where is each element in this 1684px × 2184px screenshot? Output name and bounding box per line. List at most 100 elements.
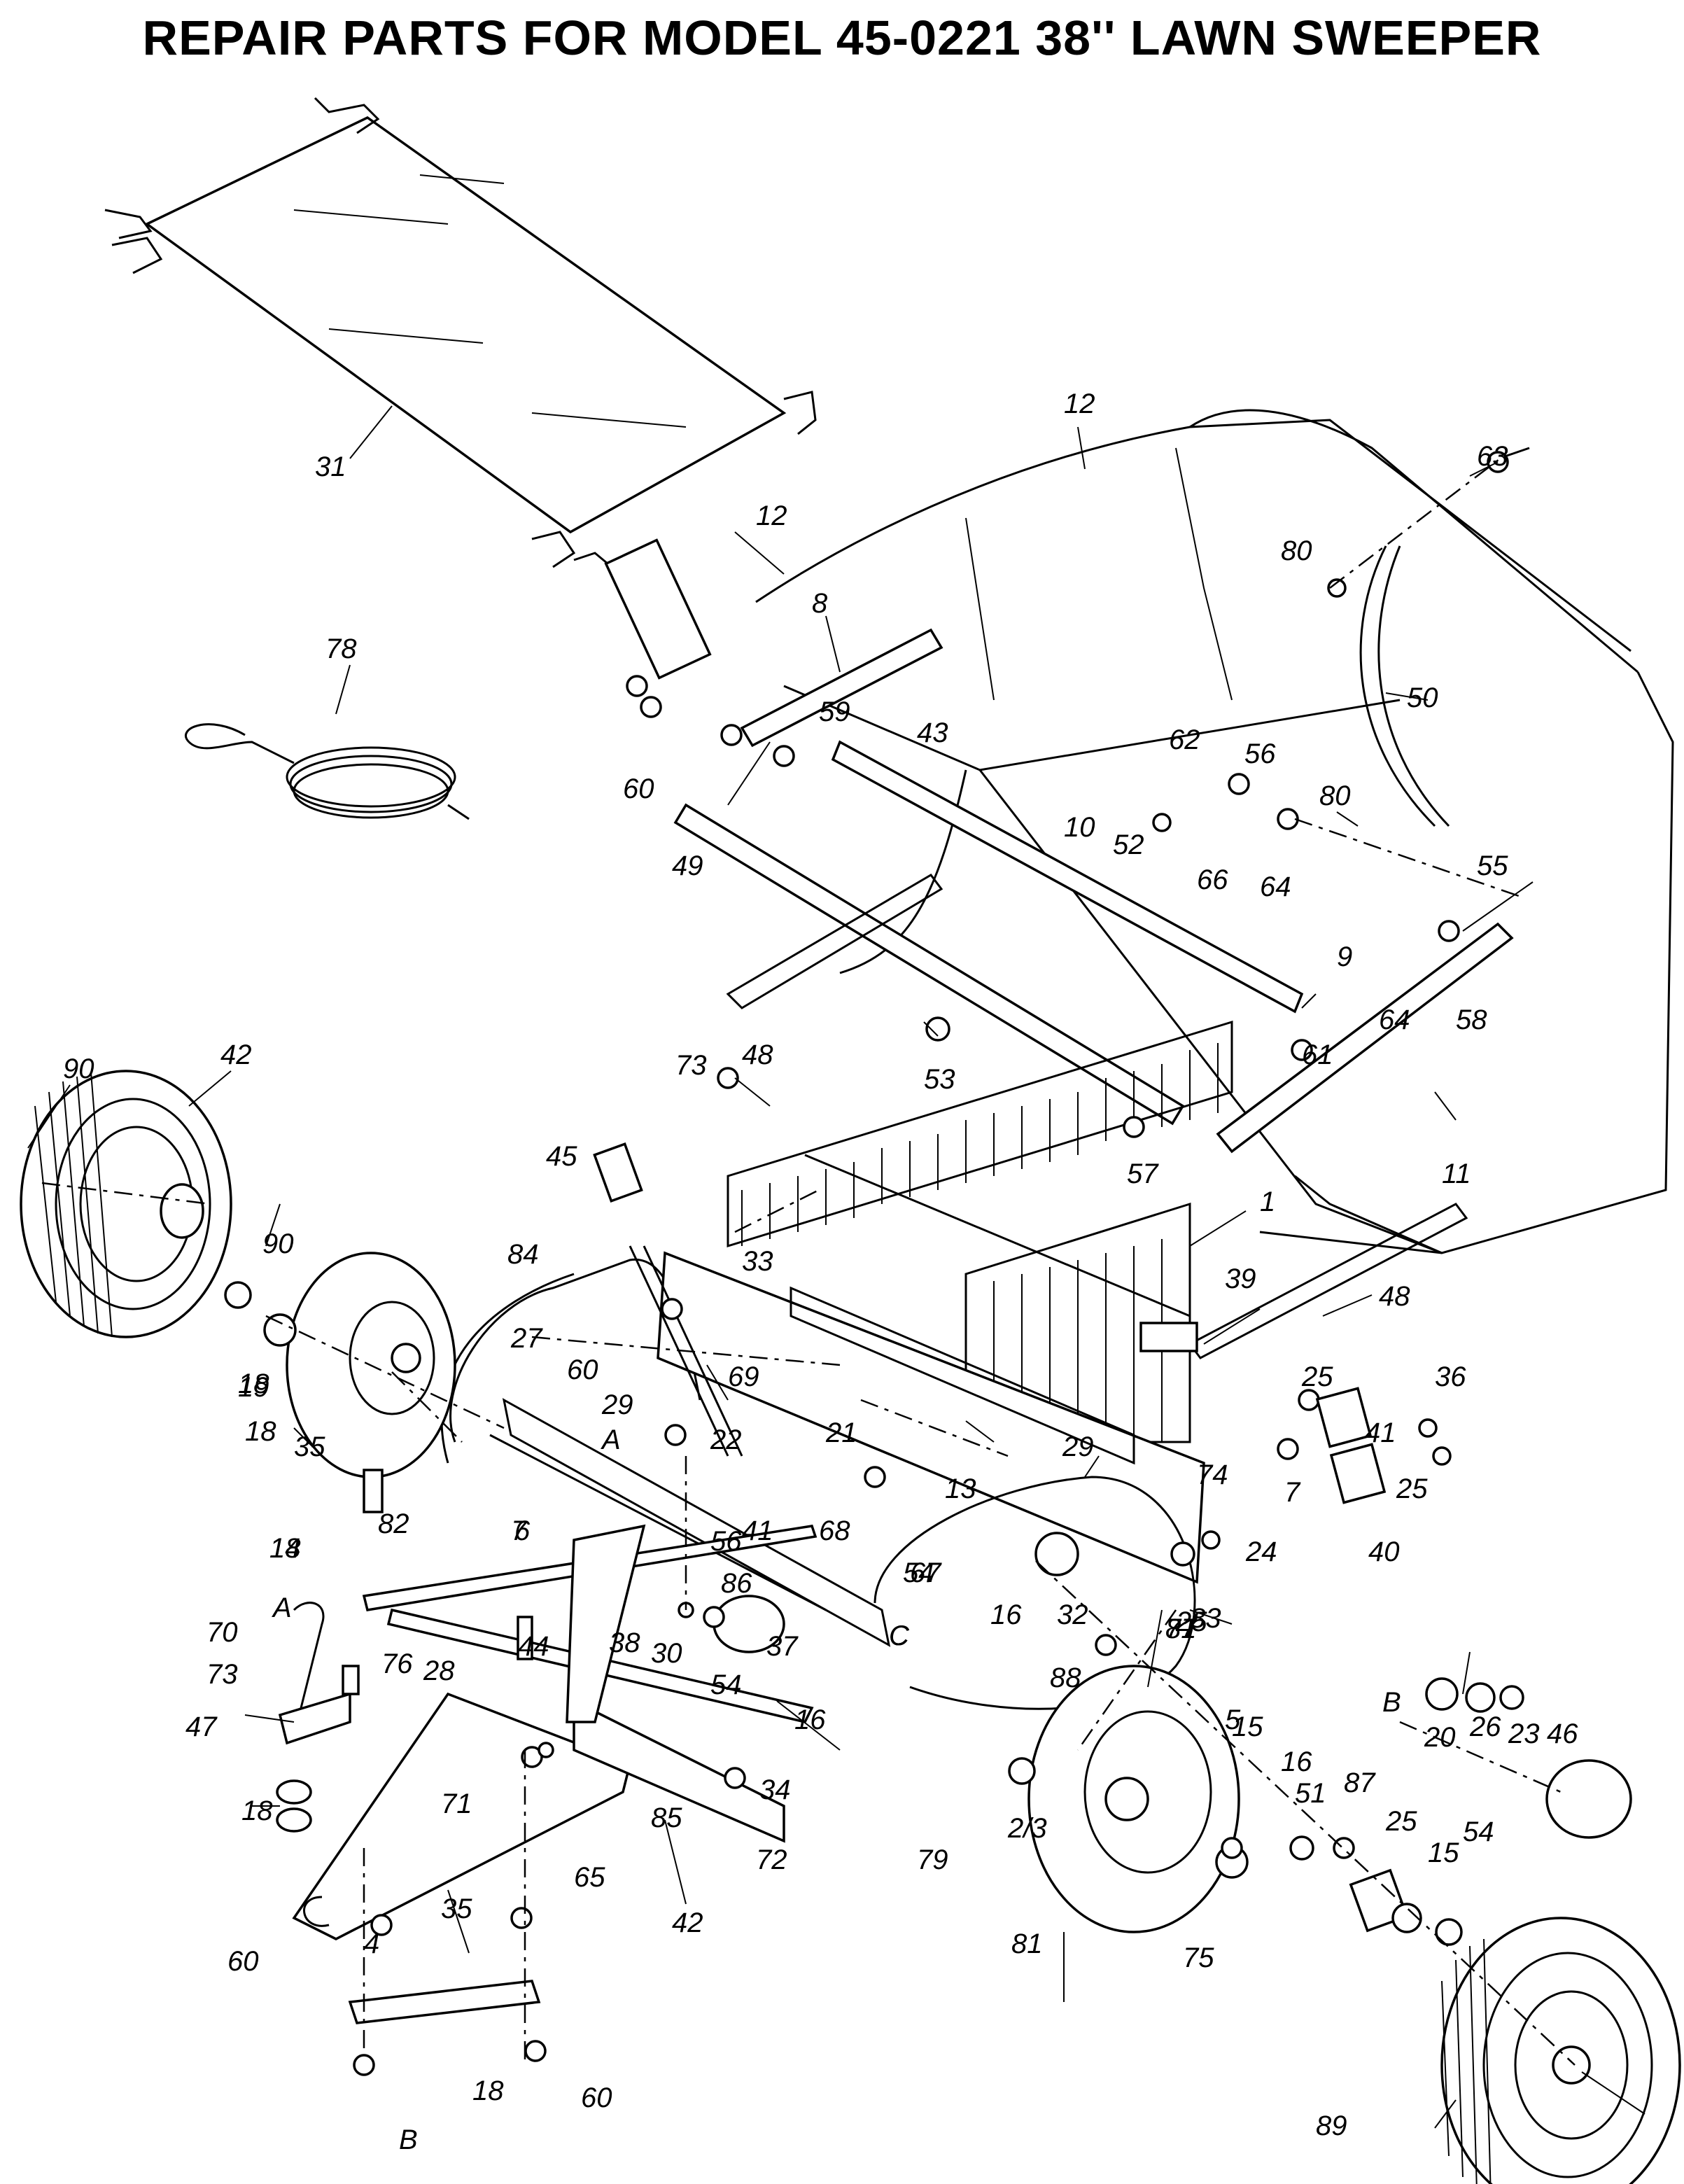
- callout: 21: [825, 1418, 857, 1448]
- callout: 80: [1281, 536, 1312, 566]
- callout: 40: [1368, 1536, 1400, 1567]
- bag-cover-drawing: [104, 97, 817, 572]
- callout: 55: [1477, 850, 1508, 881]
- callout: 90: [63, 1054, 94, 1084]
- callout: 89: [1316, 2110, 1347, 2141]
- callout: 82: [378, 1508, 409, 1539]
- callout: 13: [945, 1474, 976, 1504]
- callout: 69: [728, 1362, 759, 1392]
- callout: 48: [1379, 1281, 1410, 1312]
- callout: 72: [756, 1844, 787, 1875]
- callout: 25: [1396, 1474, 1428, 1504]
- callout: 51: [1295, 1778, 1326, 1809]
- callout: 34: [759, 1774, 791, 1805]
- callout: 4: [364, 1928, 379, 1959]
- callout: 53: [924, 1064, 955, 1095]
- callout: 7: [511, 1516, 528, 1546]
- callout: 41: [742, 1516, 773, 1546]
- callout: 60: [623, 774, 654, 804]
- callout: B: [1382, 1687, 1401, 1718]
- callout: 52: [1113, 830, 1144, 860]
- callout: 67: [910, 1558, 942, 1588]
- callout: 73: [206, 1659, 238, 1690]
- callout: 54: [1463, 1816, 1494, 1847]
- callout: 86: [721, 1568, 752, 1599]
- callout: 74: [1197, 1460, 1228, 1490]
- callout: 83: [1190, 1603, 1221, 1634]
- callout: 1: [1260, 1186, 1275, 1217]
- callout: C: [889, 1620, 910, 1651]
- callout: 16: [1281, 1746, 1312, 1777]
- linkage-drawing: [276, 1469, 818, 2076]
- callout: 75: [1183, 1942, 1214, 1973]
- callout: 2/3: [1007, 1813, 1047, 1844]
- callout: 59: [819, 696, 850, 727]
- cord-drawing: [185, 723, 470, 820]
- page-title: REPAIR PARTS FOR MODEL 45-0221 38'' LAWN…: [142, 10, 1542, 65]
- callout: 47: [185, 1712, 218, 1742]
- callout: 44: [518, 1631, 549, 1662]
- callout: 16: [794, 1704, 826, 1735]
- callout: 76: [381, 1648, 413, 1679]
- callout: 28: [423, 1656, 455, 1686]
- callout: 81: [1165, 1614, 1197, 1644]
- callout: 6: [514, 1516, 531, 1546]
- callout: 36: [1435, 1362, 1466, 1392]
- callout: 70: [206, 1617, 238, 1648]
- callout: 90: [262, 1228, 294, 1259]
- callout: 42: [220, 1040, 252, 1070]
- callout: 41: [1365, 1418, 1396, 1448]
- callout: 68: [819, 1516, 850, 1546]
- callout: 38: [609, 1628, 640, 1658]
- callout: 45: [546, 1141, 577, 1172]
- callout: 25: [1301, 1362, 1333, 1392]
- callout: 30: [651, 1638, 682, 1669]
- callout: 18: [238, 1368, 269, 1399]
- callout: 54: [903, 1558, 934, 1588]
- callout: 54: [710, 1670, 742, 1700]
- callout: 88: [1050, 1662, 1081, 1693]
- callout: 60: [581, 2082, 612, 2113]
- callout: 12: [1064, 388, 1095, 419]
- callout: 29: [601, 1390, 633, 1420]
- callout: 8: [812, 588, 828, 619]
- callout: 65: [574, 1862, 605, 1893]
- handle-bars-drawing: [604, 538, 1514, 1359]
- callout: 80: [1319, 780, 1351, 811]
- callout: C: [889, 1620, 910, 1651]
- callout: 19: [238, 1372, 269, 1403]
- callout: 48: [742, 1040, 773, 1070]
- callout: 5: [1225, 1704, 1241, 1735]
- callout: 49: [672, 850, 703, 881]
- callout: 18: [245, 1416, 276, 1447]
- callout: 14: [269, 1533, 301, 1564]
- callout: 64: [1260, 872, 1291, 902]
- wheel-left-drawing: [20, 1070, 456, 1478]
- callout: 24: [1245, 1536, 1277, 1567]
- callout: 61: [1302, 1040, 1333, 1070]
- callout: 12: [756, 500, 787, 531]
- callout: 43: [917, 718, 948, 748]
- callout: 78: [325, 634, 357, 664]
- callout: 56: [710, 1526, 742, 1557]
- callout: 25: [1175, 1606, 1207, 1637]
- callout: 87: [1344, 1768, 1376, 1798]
- callout: 42: [672, 1907, 703, 1938]
- callout: 25: [1385, 1806, 1417, 1837]
- callout: 56: [1244, 738, 1276, 769]
- housing-drawing: [440, 1245, 1205, 1710]
- assembly-lines: [41, 454, 1576, 2066]
- callout: 66: [1197, 864, 1228, 895]
- callout: 20: [1424, 1722, 1456, 1753]
- callout: 58: [1456, 1004, 1487, 1035]
- callout: 10: [1064, 812, 1095, 843]
- callout: 46: [1547, 1718, 1578, 1749]
- callout: 85: [651, 1802, 682, 1833]
- callout: A: [601, 1424, 621, 1455]
- callout: 81: [1011, 1928, 1043, 1959]
- callout: 11: [1442, 1158, 1471, 1189]
- callout: 35: [294, 1432, 325, 1462]
- callout: 15: [1428, 1837, 1459, 1868]
- callout: 26: [1469, 1712, 1501, 1742]
